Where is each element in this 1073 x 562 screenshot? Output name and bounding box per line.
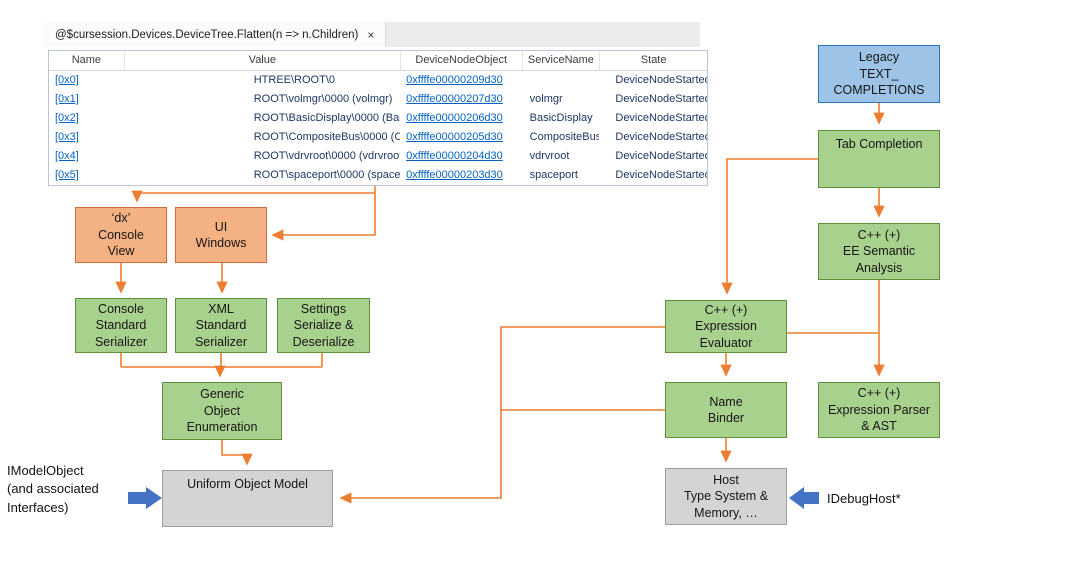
edge-generic-to-uniform bbox=[221, 440, 253, 466]
device-value: ROOT\vdrvroot\0000 (vdrvroot) bbox=[253, 150, 401, 162]
tab-device-tree-query[interactable]: @$cursession.Devices.DeviceTree.Flatten(… bbox=[44, 22, 387, 47]
node-ui-windows: UI Windows bbox=[175, 207, 267, 263]
column-header-state[interactable]: State bbox=[599, 51, 707, 70]
device-value: ROOT\spaceport\0000 (spaceport) bbox=[253, 169, 401, 181]
table-row: [0x5] ROOT\spaceport\0000 (spaceport) 0x… bbox=[49, 166, 707, 185]
table-row: [0x3] ROOT\CompositeBus\0000 (CompositeB… bbox=[49, 128, 707, 147]
column-header-name[interactable]: Name bbox=[71, 54, 102, 66]
service-name bbox=[522, 71, 600, 90]
label-imodelobject: IModelObject (and associated Interfaces) bbox=[7, 463, 99, 515]
device-node-object-link[interactable]: 0xffffe00000206d30 bbox=[406, 112, 503, 124]
device-state: DeviceNodeStarted (776) bbox=[615, 169, 707, 181]
node-ee-semantic-analysis: C++ (+) EE Semantic Analysis bbox=[818, 223, 940, 280]
edge-tab-completion-to-evaluator bbox=[721, 158, 818, 295]
node-name-binder: Name Binder bbox=[665, 382, 787, 438]
device-index-link[interactable]: [0x0] bbox=[55, 74, 79, 86]
table-row: [0x2] ROOT\BasicDisplay\0000 (BasicDispl… bbox=[49, 109, 707, 128]
service-name: CompositeBus bbox=[529, 131, 600, 143]
table-row: [0x1] ROOT\volmgr\0000 (volmgr) 0xffffe0… bbox=[49, 90, 707, 109]
column-header-servicename[interactable]: ServiceName bbox=[521, 51, 600, 70]
device-state: DeviceNodeStarted (776) bbox=[615, 74, 707, 86]
table-row: [0x4] ROOT\vdrvroot\0000 (vdrvroot) 0xff… bbox=[49, 147, 707, 166]
device-node-object-link[interactable]: 0xffffe00000204d30 bbox=[406, 150, 503, 162]
idebughost-fat-arrow-icon bbox=[789, 487, 819, 509]
node-host-type-system: Host Type System & Memory, … bbox=[665, 468, 787, 525]
tab-close-icon[interactable]: × bbox=[367, 27, 375, 42]
service-name: BasicDisplay bbox=[529, 112, 593, 124]
device-index-link[interactable]: [0x1] bbox=[55, 93, 79, 105]
node-expression-evaluator: C++ (+) Expression Evaluator bbox=[665, 300, 787, 353]
device-state: DeviceNodeStarted (776) bbox=[615, 131, 707, 143]
device-value: ROOT\CompositeBus\0000 (CompositeBus) bbox=[253, 131, 401, 143]
device-state: DeviceNodeStarted (776) bbox=[615, 93, 707, 105]
service-name: spaceport bbox=[529, 169, 578, 181]
edge-evaluator-to-uniform bbox=[339, 326, 665, 504]
table-header-row: Name Value DeviceNodeObject ServiceName … bbox=[49, 51, 707, 71]
device-node-object-link[interactable]: 0xffffe00000205d30 bbox=[406, 131, 503, 143]
node-settings-serialize-deserialize: Settings Serialize & Deserialize bbox=[277, 298, 370, 353]
node-expression-parser-ast: C++ (+) Expression Parser & AST bbox=[818, 382, 940, 438]
device-node-object-link[interactable]: 0xffffe00000203d30 bbox=[406, 169, 503, 181]
column-header-value[interactable]: Value bbox=[123, 51, 400, 70]
node-xml-standard-serializer: XML Standard Serializer bbox=[175, 298, 267, 353]
tab-strip: @$cursession.Devices.DeviceTree.Flatten(… bbox=[44, 22, 700, 47]
node-tab-completion: Tab Completion bbox=[818, 130, 940, 188]
tab-title: @$cursession.Devices.DeviceTree.Flatten(… bbox=[55, 28, 359, 41]
table-row: [0x0] HTREE\ROOT\0 0xffffe00000209d30 De… bbox=[49, 71, 707, 90]
node-uniform-object-model: Uniform Object Model bbox=[162, 470, 333, 527]
node-legacy-text-completions: Legacy TEXT_ COMPLETIONS bbox=[818, 45, 940, 103]
device-value: ROOT\volmgr\0000 (volmgr) bbox=[253, 93, 393, 105]
device-node-object-link[interactable]: 0xffffe00000207d30 bbox=[406, 93, 503, 105]
device-node-object-link[interactable]: 0xffffe00000209d30 bbox=[406, 74, 503, 86]
device-index-link[interactable]: [0x5] bbox=[55, 169, 79, 181]
node-console-standard-serializer: Console Standard Serializer bbox=[75, 298, 167, 353]
service-name: volmgr bbox=[529, 93, 563, 105]
device-value: ROOT\BasicDisplay\0000 (BasicDisplay) bbox=[253, 112, 400, 124]
node-generic-object-enumeration: Generic Object Enumeration bbox=[162, 382, 282, 440]
device-index-link[interactable]: [0x4] bbox=[55, 150, 79, 162]
edge-table-to-ui-windows bbox=[271, 183, 376, 241]
imodelobject-fat-arrow-icon bbox=[128, 487, 162, 509]
device-tree-table: Name Value DeviceNodeObject ServiceName … bbox=[48, 50, 708, 186]
device-state: DeviceNodeStarted (776) bbox=[615, 112, 707, 124]
device-value: HTREE\ROOT\0 bbox=[253, 74, 336, 86]
label-idebughost: IDebugHost* bbox=[827, 491, 901, 506]
device-index-link[interactable]: [0x2] bbox=[55, 112, 79, 124]
service-name: vdrvroot bbox=[529, 150, 570, 162]
column-header-devicenodeobject[interactable]: DeviceNodeObject bbox=[399, 51, 522, 70]
edge-table-to-dx-console bbox=[131, 190, 375, 203]
node-dx-console-view: ‘dx’ Console View bbox=[75, 207, 167, 263]
device-state: DeviceNodeStarted (776) bbox=[615, 150, 707, 162]
device-index-link[interactable]: [0x3] bbox=[55, 131, 79, 143]
